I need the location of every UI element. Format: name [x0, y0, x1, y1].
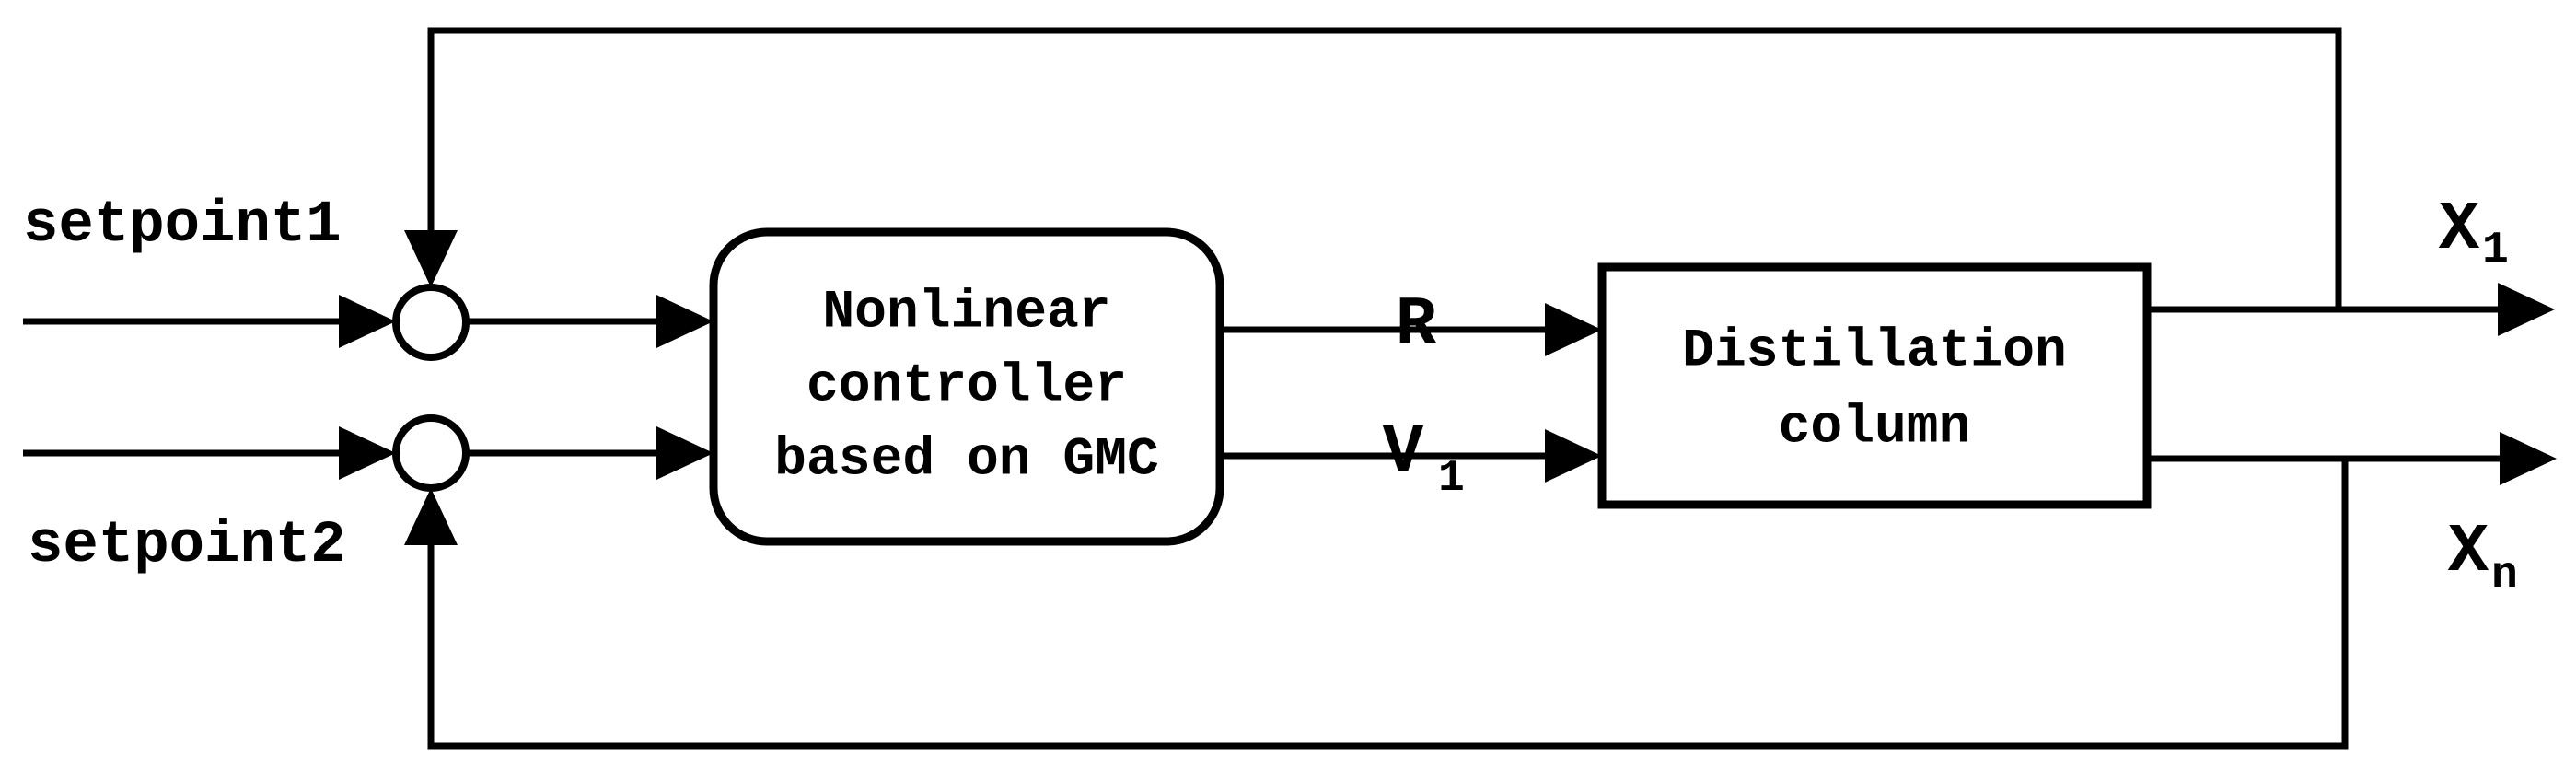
top-feedback-loop — [427, 27, 2342, 309]
xn-output-label: X — [2448, 514, 2489, 591]
sum2-to-controller-arrowhead-icon — [656, 426, 714, 480]
x1-output-label: X — [2439, 192, 2480, 269]
setpoint1-label: setpoint1 — [23, 192, 342, 259]
v1-arrowhead-icon — [1545, 429, 1602, 483]
controller-label-line3: based on GMC — [774, 431, 1159, 491]
bottom-feedback-loop — [427, 459, 2349, 750]
bottom-feedback-arrowhead-icon — [404, 488, 458, 545]
xn-output-arrowhead-icon — [2500, 432, 2557, 485]
distillation-column-block — [1597, 262, 2152, 509]
r-signal-label: R — [1396, 286, 1437, 364]
v1-signal-label: V — [1383, 414, 1424, 492]
top-feedback-arrowhead-icon — [404, 230, 458, 287]
labels: setpoint1 setpoint2 Nonlinear controller… — [23, 192, 2518, 600]
column-label-line2: column — [1779, 399, 1971, 459]
setpoint2-arrowhead-icon — [339, 426, 396, 480]
v1-signal-subscript: 1 — [1438, 454, 1465, 504]
wiring — [23, 27, 2505, 750]
summing-junction-1 — [392, 284, 470, 361]
x1-output-arrowhead-icon — [2498, 283, 2555, 336]
controller-block — [709, 227, 1224, 546]
r-arrowhead-icon — [1545, 303, 1602, 356]
nodes — [392, 227, 2152, 546]
setpoint2-label: setpoint2 — [28, 513, 346, 579]
setpoint1-arrowhead-icon — [339, 295, 396, 348]
column-label-line1: Distillation — [1682, 322, 2067, 382]
arrowheads — [339, 230, 2557, 545]
controller-label-line2: controller — [806, 357, 1127, 417]
x1-output-subscript: 1 — [2482, 226, 2509, 275]
controller-label-line1: Nonlinear — [822, 284, 1110, 343]
summing-junction-2 — [392, 414, 470, 492]
xn-output-subscript: n — [2491, 551, 2518, 600]
sum1-to-controller-arrowhead-icon — [656, 295, 714, 348]
